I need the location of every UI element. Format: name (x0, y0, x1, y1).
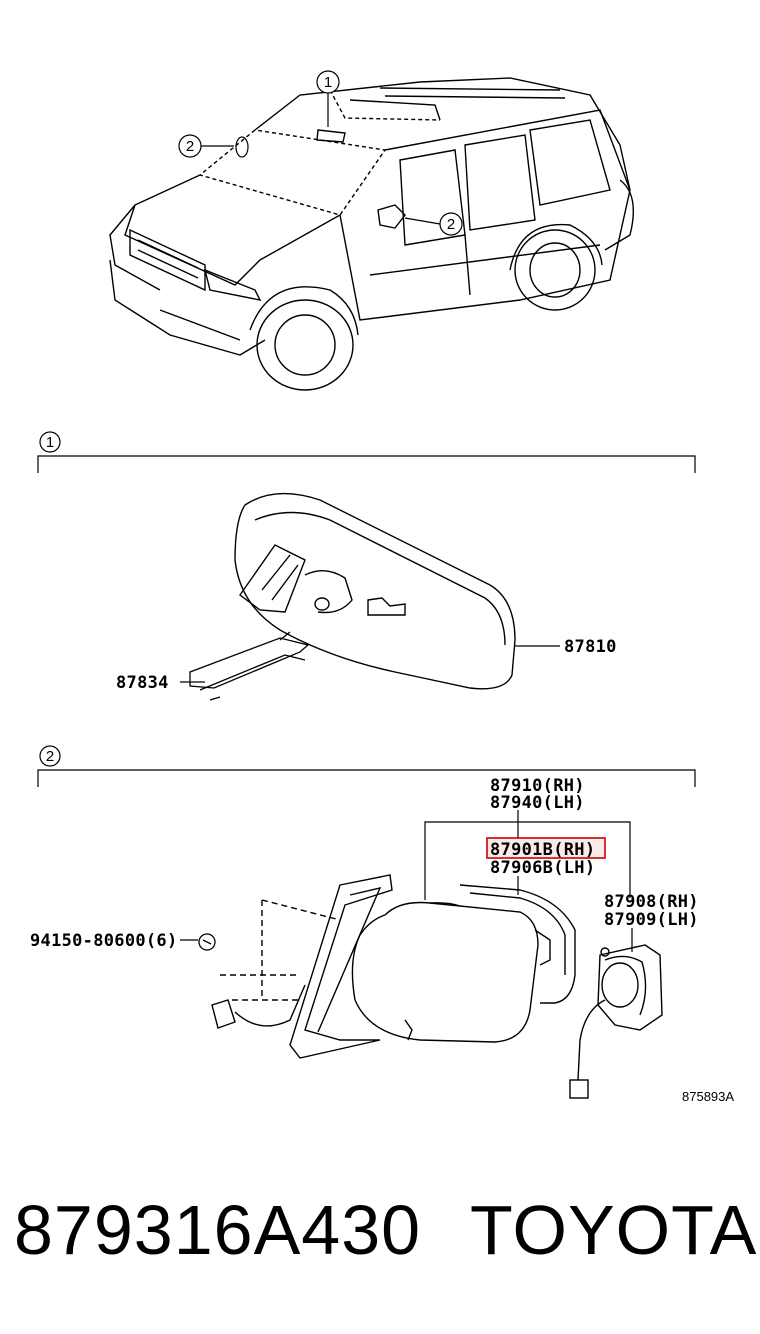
section-1: 1 87810 87834 (37, 431, 696, 701)
part-label-87940-lh: 87940(LH) (490, 793, 585, 813)
section-2-circle (39, 745, 61, 767)
inner-mirror-illustration (234, 492, 516, 690)
mirror-stay-illustration (189, 631, 310, 701)
figure-code: 875893A (682, 1089, 734, 1104)
door-mirror-illustration (211, 874, 663, 1099)
part-label-87906b-lh: 87906B(LH) (490, 858, 595, 878)
part-label-87834: 87834 (116, 673, 169, 693)
brand-name: TOYOTA (470, 1191, 758, 1269)
highlight-box-87901b (486, 837, 606, 859)
footer: 879316A430 TOYOTA (0, 1180, 760, 1290)
vehicle-illustration (109, 77, 634, 391)
part-label-87901b-rh: 87901B(RH) (490, 840, 595, 860)
callout-number-2a: 2 (186, 138, 194, 155)
screw-illustration (198, 933, 216, 951)
part-label-87910-rh: 87910(RH) (490, 776, 585, 796)
callout-number-2b: 2 (447, 216, 455, 233)
part-label-94150-80600: 94150-80600(6) (30, 931, 178, 951)
part-number: 879316A430 (14, 1191, 422, 1269)
section-1-circle (39, 431, 61, 453)
part-label-87908-rh: 87908(RH) (604, 892, 699, 912)
part-label-87909-lh: 87909(LH) (604, 910, 699, 930)
callout-number-1: 1 (324, 74, 332, 91)
section-1-number: 1 (46, 434, 54, 451)
section-2: 2 87910(RH) 87940(LH) 87901B(RH) 87906B(… (30, 745, 734, 1104)
vehicle-callouts: 1 2 2 (178, 70, 463, 236)
section-2-number: 2 (46, 748, 54, 765)
part-label-87810: 87810 (564, 637, 617, 657)
